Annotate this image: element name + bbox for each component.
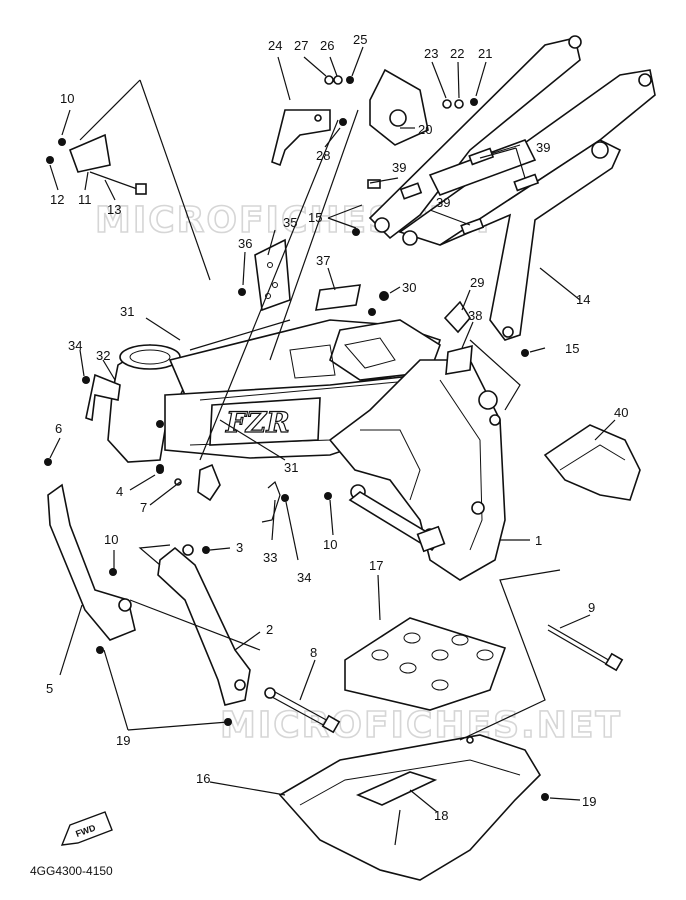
callout-37: 37	[316, 253, 330, 268]
callout-3: 3	[236, 540, 243, 555]
callout-39-c: 39	[436, 195, 450, 210]
callout-4: 4	[116, 484, 123, 499]
callout-17: 17	[369, 558, 383, 573]
bracket-11	[46, 133, 147, 195]
callout-38: 38	[468, 308, 482, 323]
callout-31-bottom: 31	[284, 460, 298, 475]
callout-16: 16	[196, 771, 210, 786]
bolt-15-upper	[352, 228, 360, 236]
callout-8: 8	[310, 645, 317, 660]
bolt-15-lower	[521, 349, 529, 357]
callout-20: 20	[418, 122, 432, 137]
diagram-code: 4GG4300-4150	[30, 864, 113, 878]
callout-6: 6	[55, 421, 62, 436]
callout-39-a: 39	[392, 160, 406, 175]
callout-1: 1	[535, 533, 542, 548]
plate-35	[238, 238, 291, 312]
callout-7: 7	[140, 500, 147, 515]
bolt-8	[264, 687, 341, 734]
callout-33: 33	[263, 550, 277, 565]
pad-38	[445, 344, 473, 375]
bracket-32	[85, 373, 121, 422]
callout-10-left: 10	[104, 532, 118, 547]
clip-33	[261, 480, 281, 523]
callout-22: 22	[450, 46, 464, 61]
callout-28: 28	[316, 148, 330, 163]
frame-logo: FZR	[225, 406, 290, 439]
cover-40	[543, 424, 641, 501]
pivot-shaft-1	[348, 491, 446, 553]
bracket-20	[369, 68, 478, 146]
pad-18	[355, 771, 438, 806]
callout-34-bottom: 34	[297, 570, 311, 585]
bracket-24	[271, 75, 354, 167]
callout-11: 11	[78, 192, 92, 207]
callout-15-lower: 15	[565, 341, 579, 356]
forward-arrow: FWD	[60, 811, 113, 846]
callout-25: 25	[353, 32, 367, 47]
callout-10-mid: 10	[323, 537, 337, 552]
leader-lines	[49, 46, 616, 846]
callout-39-b: 39	[536, 140, 550, 155]
callout-32: 32	[96, 348, 110, 363]
rear-subframe	[368, 35, 656, 341]
callout-35: 35	[283, 215, 297, 230]
bracket-2	[157, 546, 251, 706]
callout-21: 21	[478, 46, 492, 61]
pad-37	[314, 284, 362, 311]
bolt-9	[547, 624, 624, 672]
callout-31-top: 31	[120, 304, 134, 319]
bolt-39-top	[367, 179, 381, 189]
callout-27: 27	[294, 38, 308, 53]
nut-30	[379, 291, 389, 301]
callout-13: 13	[107, 202, 121, 217]
watermark-bottom: MICROFICHES.NET	[220, 705, 622, 746]
callout-24: 24	[268, 38, 282, 53]
callout-30: 30	[402, 280, 416, 295]
bracket-7	[197, 463, 221, 502]
callout-18: 18	[434, 808, 448, 823]
callout-40: 40	[614, 405, 628, 420]
undertray-16	[278, 734, 549, 881]
bracket-5	[47, 483, 136, 641]
callout-labels: 24 27 26 25 23 22 21 10 12 11 13 20 28 3…	[46, 32, 628, 823]
bracket-29	[443, 300, 471, 334]
plate-17	[344, 617, 507, 711]
callout-2: 2	[266, 622, 273, 637]
callout-9: 9	[588, 600, 595, 615]
callout-10-top: 10	[60, 91, 74, 106]
callout-19-right: 19	[582, 794, 596, 809]
callout-14: 14	[576, 292, 590, 307]
callout-26: 26	[320, 38, 334, 53]
callout-23: 23	[424, 46, 438, 61]
main-frame: FZR	[107, 308, 506, 581]
callout-15-upper: 15	[308, 210, 322, 225]
callout-5: 5	[46, 681, 53, 696]
callout-34-top: 34	[68, 338, 82, 353]
callout-29: 29	[470, 275, 484, 290]
bolt-34-upper	[82, 376, 90, 384]
callout-19-left: 19	[116, 733, 130, 748]
callout-12: 12	[50, 192, 64, 207]
callout-36: 36	[238, 236, 252, 251]
